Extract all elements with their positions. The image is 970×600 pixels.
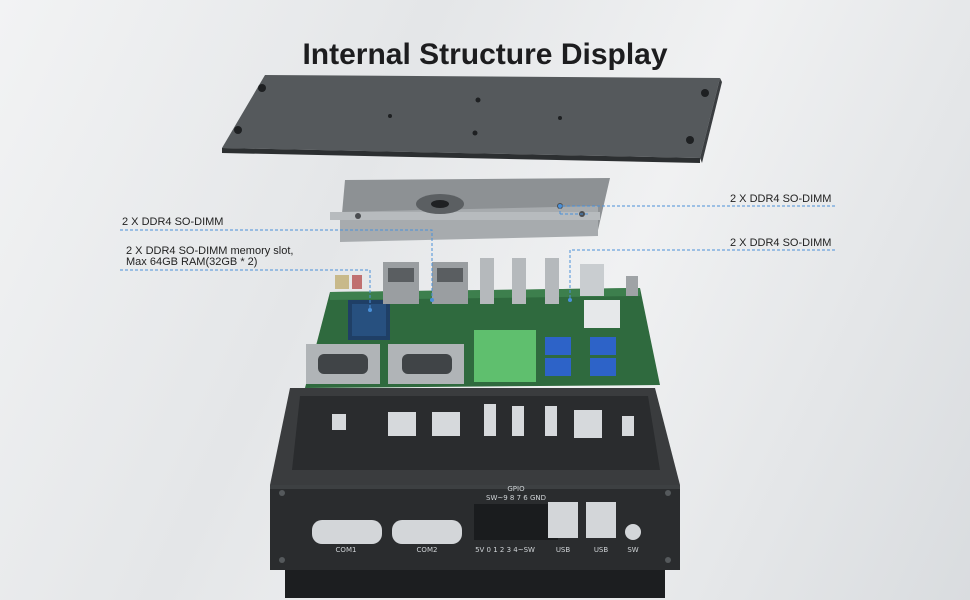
leader-dots <box>368 204 572 312</box>
panel-label-gpio-pins: SW~9 8 7 6 GND <box>486 494 546 502</box>
leader-line-right-lower <box>569 249 835 300</box>
panel-label-sw: SW <box>627 546 638 554</box>
panel-label-usb-2: USB <box>594 546 609 554</box>
leader-line-memory-slot <box>120 269 371 310</box>
label-ddr4-right-upper: 2 X DDR4 SO-DIMM <box>730 193 832 205</box>
label-ddr4-right-lower: 2 X DDR4 SO-DIMM <box>730 237 832 249</box>
label-ddr4-left: 2 X DDR4 SO-DIMM <box>122 216 224 228</box>
panel-label-usb-1: USB <box>556 546 571 554</box>
panel-label-com2: COM2 <box>417 546 438 554</box>
panel-label-gpio: GPIO <box>507 485 525 493</box>
top-mounting-plate <box>222 75 722 163</box>
chassis-enclosure <box>270 388 680 598</box>
motherboard <box>305 258 660 388</box>
panel-label-gpio-pins-lower: 5V 0 1 2 3 4~SW <box>475 546 535 554</box>
heatsink-block <box>330 178 610 242</box>
page-title: Internal Structure Display <box>302 38 668 71</box>
leader-line-left <box>120 229 433 300</box>
label-memory-slot-line1: 2 X DDR4 SO-DIMM memory slot, <box>126 245 294 257</box>
panel-label-com1: COM1 <box>336 546 357 554</box>
label-memory-slot-line2: Max 64GB RAM(32GB * 2) <box>126 256 258 268</box>
